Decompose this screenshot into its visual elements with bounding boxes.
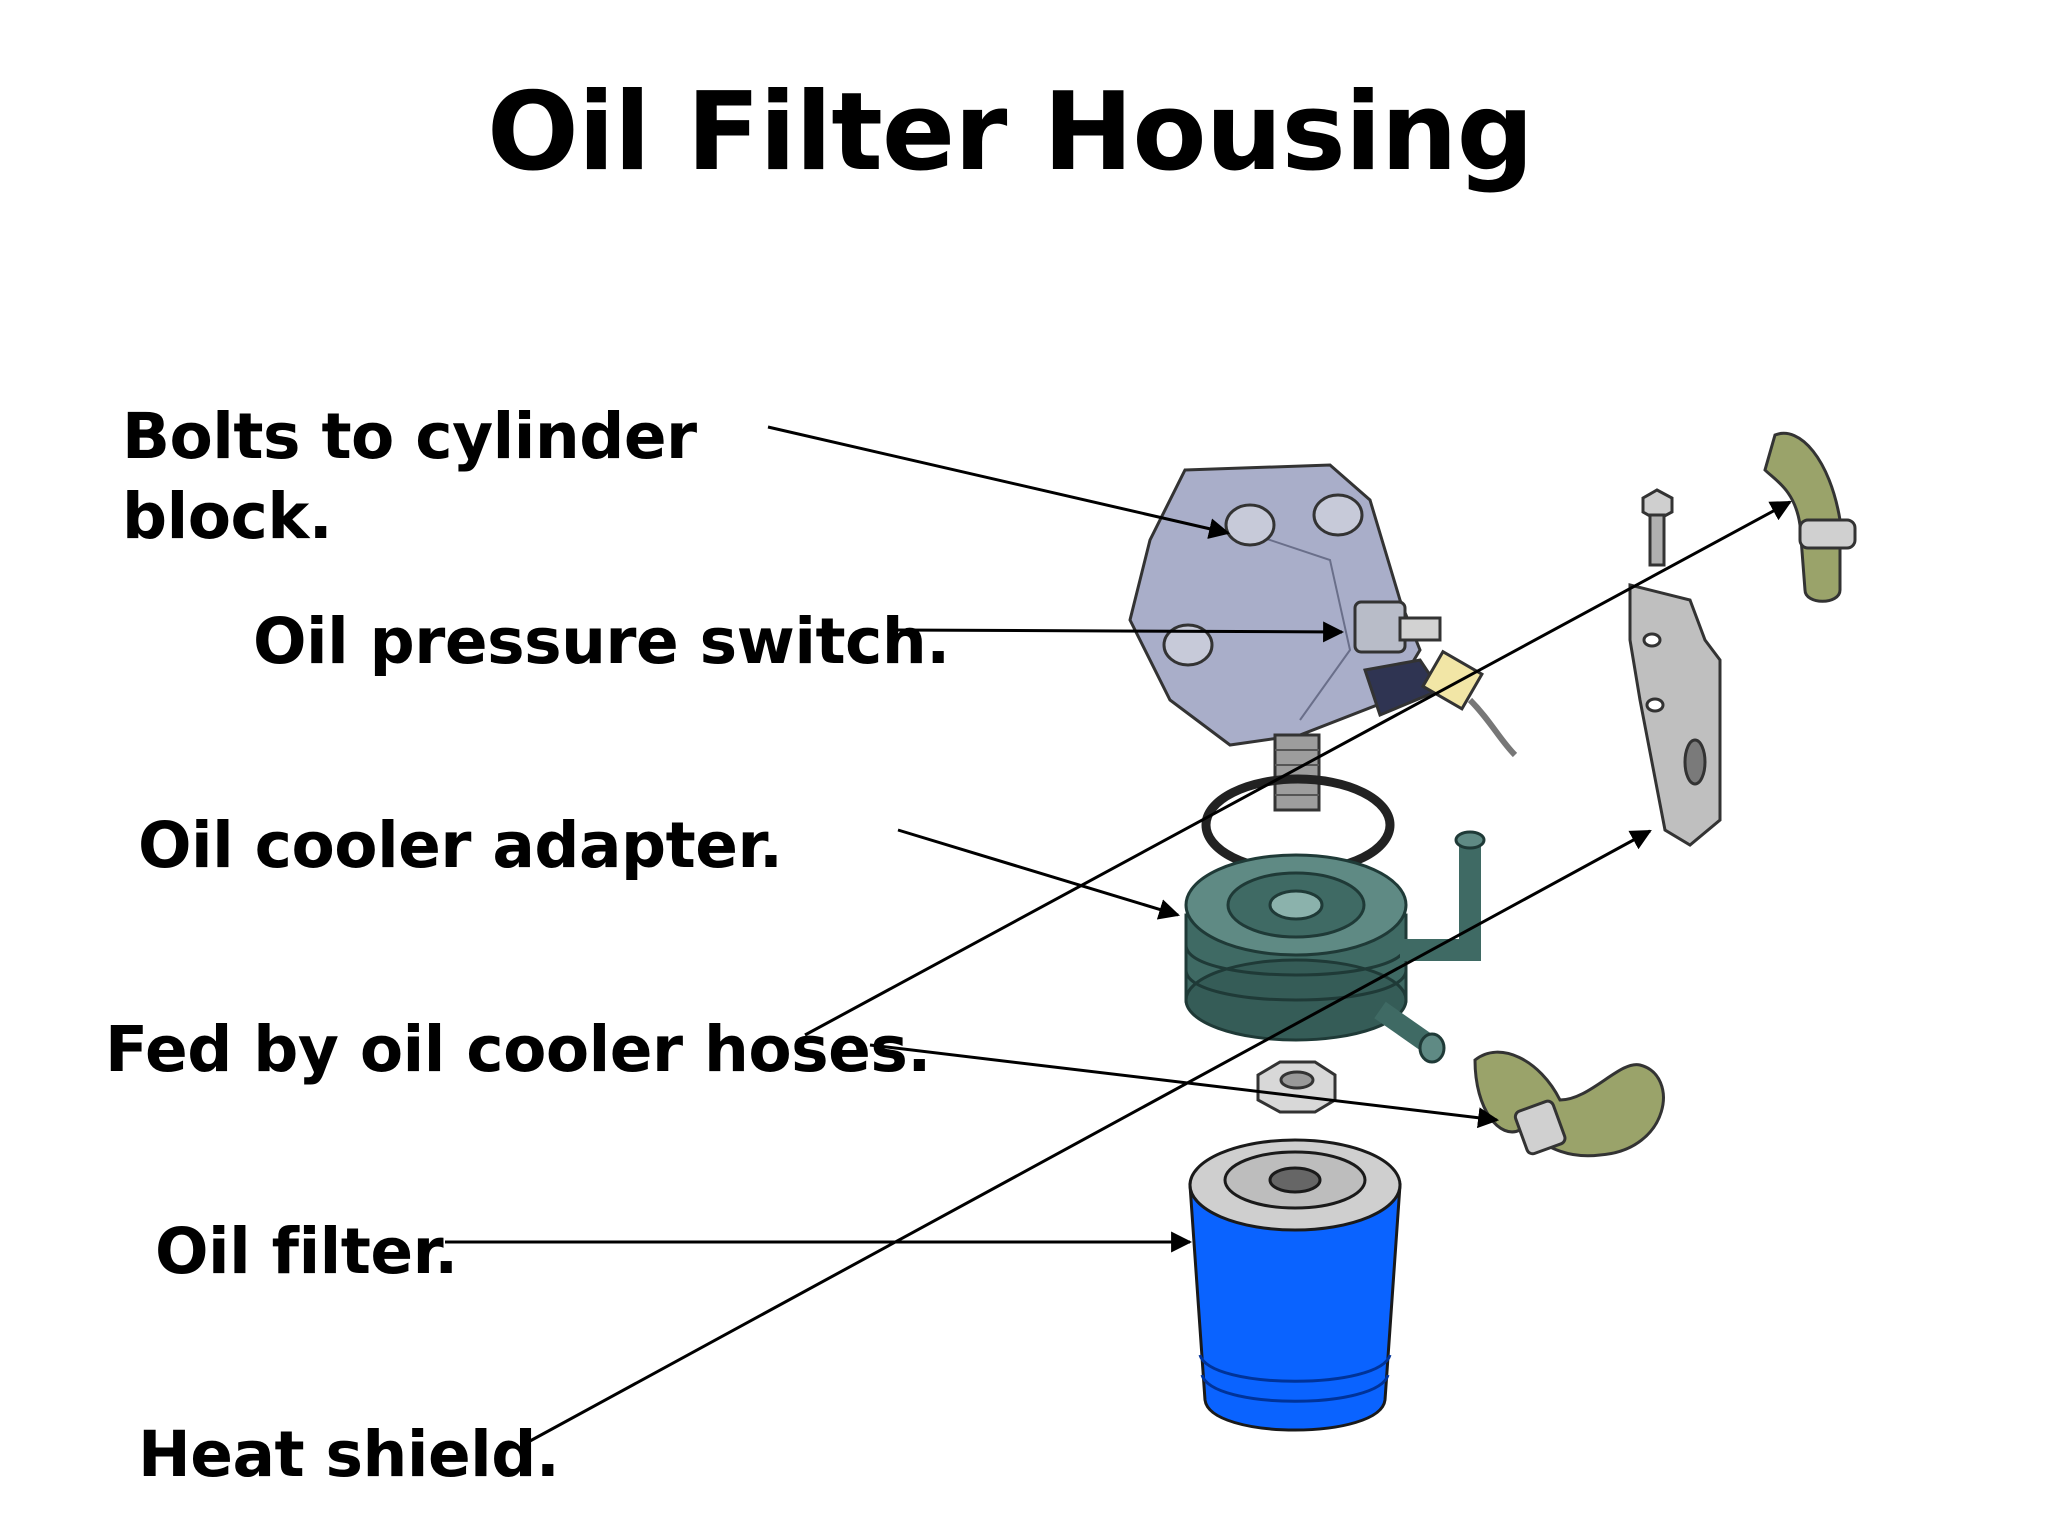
callout-bolts-label: Bolts to cylinder block. — [122, 400, 697, 553]
leader-pressure-switch — [894, 621, 1345, 643]
leader-cooler-adapter — [897, 828, 1181, 920]
filter-housing — [1128, 463, 1443, 812]
adapter-nut — [1256, 1060, 1337, 1114]
callout-oil-cooler-hoses: Fed by oil cooler hoses. — [105, 1013, 931, 1086]
shield-bolt — [1641, 488, 1674, 567]
leader-heat-shield — [529, 829, 1652, 1443]
oil-filter — [1188, 1138, 1402, 1432]
heat-shield — [1628, 583, 1722, 847]
slide-title: Oil Filter Housing — [487, 70, 1534, 195]
oil-pressure-switch — [1353, 600, 1518, 758]
leader-hoses-upper — [804, 500, 1792, 1037]
callout-bolts: Bolts to cylinder block. — [122, 397, 697, 557]
upper-oil-cooler-hose — [1763, 431, 1857, 603]
oil-cooler-adapter — [1184, 830, 1486, 1064]
callout-oil-filter: Oil filter. — [155, 1215, 458, 1288]
callout-oil-pressure-switch: Oil pressure switch. — [253, 605, 950, 678]
leader-hoses-lower — [869, 1043, 1500, 1129]
lower-oil-cooler-hose — [1473, 1050, 1665, 1158]
leader-bolts — [767, 425, 1231, 539]
leader-lines — [445, 425, 1792, 1443]
callout-oil-cooler-adapter: Oil cooler adapter. — [138, 809, 783, 882]
callout-heat-shield: Heat shield. — [138, 1418, 560, 1491]
